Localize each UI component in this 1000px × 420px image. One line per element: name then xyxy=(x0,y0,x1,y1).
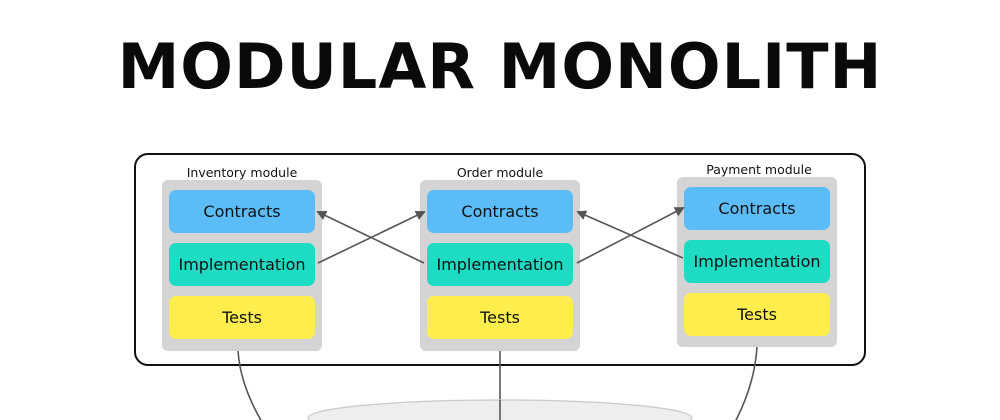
payment-module-label: Payment module xyxy=(706,162,812,177)
order-contracts-block: Contracts xyxy=(427,190,573,233)
inventory-contracts-block: Contracts xyxy=(169,190,315,233)
inventory-module-label: Inventory module xyxy=(186,165,298,180)
payment-tests-block: Tests xyxy=(684,293,830,336)
order-tests-block: Tests xyxy=(427,296,573,339)
order-module-label: Order module xyxy=(456,165,544,180)
connector-payment-to-database xyxy=(735,346,758,420)
connector-inventory-to-database xyxy=(237,350,262,420)
page-title: MODULAR MONOLITH xyxy=(117,30,883,103)
order-module: Contracts Implementation Tests xyxy=(420,180,580,351)
arrow-order-impl-to-inventory-contracts xyxy=(316,210,425,264)
payment-module: Contracts Implementation Tests xyxy=(677,177,837,347)
inventory-module: Contracts Implementation Tests xyxy=(162,180,322,351)
inventory-tests-block: Tests xyxy=(169,296,315,339)
payment-implementation-block: Implementation xyxy=(684,240,830,283)
arrow-payment-impl-to-order-contracts xyxy=(576,210,684,259)
order-implementation-block: Implementation xyxy=(427,243,573,286)
inventory-implementation-block: Implementation xyxy=(169,243,315,286)
payment-contracts-block: Contracts xyxy=(684,187,830,230)
